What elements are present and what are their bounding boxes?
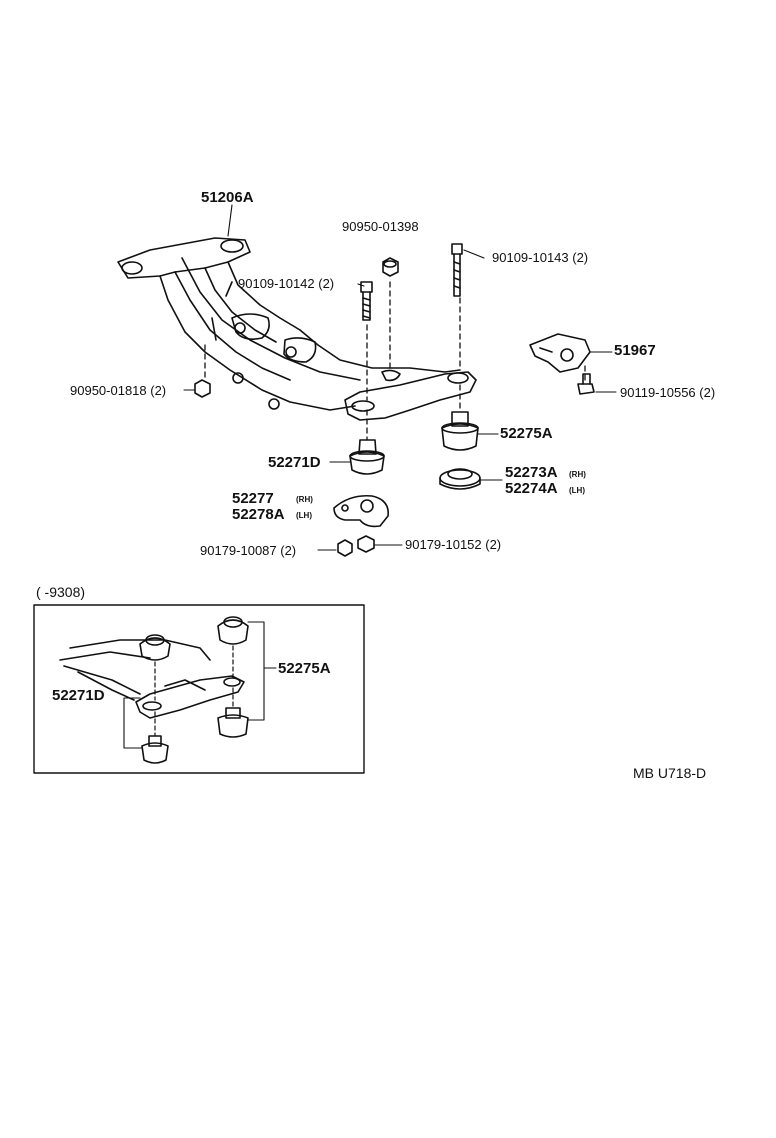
inset-frame: [33, 604, 365, 774]
nut-90179-10152: [357, 535, 375, 553]
inset-assembly-lines: [154, 645, 234, 737]
label-frame: 51206A: [201, 189, 254, 206]
inset-crossmember: [59, 639, 245, 719]
label-washer-rh: 52273A: [505, 464, 558, 481]
bolt-90119-10556: [577, 373, 595, 395]
label-nut-a: 90179-10087 (2): [200, 543, 297, 558]
label-nut-b: 90179-10152 (2): [405, 537, 502, 552]
label-cushion-right: 52275A: [500, 425, 553, 442]
nut-90179-10087: [337, 539, 353, 557]
label-diagram-code: MB U718-D: [633, 765, 707, 781]
label-bolt-left: 90109-10142 (2): [238, 276, 335, 291]
label-stopper-lh-tag: (LH): [296, 511, 312, 520]
stopper-52277: [333, 494, 389, 528]
bolt-90109-10143: [451, 243, 463, 297]
washer-52273A: [439, 468, 481, 490]
label-nut-top: 90950-01398: [342, 219, 419, 234]
label-washer-rh-tag: (RH): [569, 470, 586, 479]
nut-90950-01818: [194, 379, 211, 398]
inset-cushion-left-bottom: [141, 735, 169, 764]
label-washer-lh: 52274A: [505, 480, 558, 497]
leader-lines: [183, 204, 617, 551]
label-nut-left: 90950-01818 (2): [70, 383, 167, 398]
assembly-lines: [204, 281, 586, 441]
bolt-90109-10142: [360, 281, 373, 321]
label-bolt-right: 90109-10143 (2): [492, 250, 589, 265]
cushion-52275A: [441, 411, 479, 451]
label-bracket: 51967: [614, 342, 656, 359]
nut-90950-01398: [382, 257, 399, 277]
cushion-52271D: [349, 439, 385, 475]
label-inset-left: 52271D: [52, 687, 105, 704]
label-bolt-small: 90119-10556 (2): [620, 385, 716, 400]
label-cushion-left: 52271D: [268, 454, 321, 471]
label-stopper-rh-tag: (RH): [296, 495, 313, 504]
label-inset-right: 52275A: [278, 660, 331, 677]
label-stopper-rh: 52277: [232, 490, 274, 507]
inset-cushion-left-top: [139, 634, 171, 661]
crossmember-frame: [117, 237, 477, 421]
inset-leader-lines: [123, 621, 277, 749]
label-washer-lh-tag: (LH): [569, 486, 585, 495]
inset-cushion-right-bottom: [217, 707, 249, 738]
inset-cushion-right-top: [217, 616, 249, 645]
label-stopper-lh: 52278A: [232, 506, 285, 523]
bracket-51967: [529, 333, 591, 373]
label-inset-range: ( -9308): [36, 584, 86, 600]
